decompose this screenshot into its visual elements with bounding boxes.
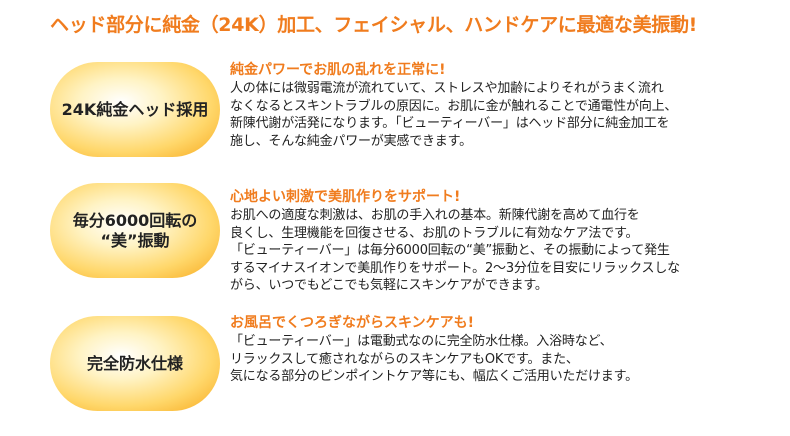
feature-body-line: リラックスして癒されながらのスキンケアもOKです。また、 <box>230 351 579 367</box>
feature-body-line: 施し、そんな純金パワーが実感できます。 <box>230 133 472 149</box>
feature-body-line: 「ビューティーバー」は毎分6000回転の“美”振動と、その振動によって発生 <box>230 243 670 258</box>
feature-body-line: 気になる部分のピンポイントケア等にも、幅広くご活用いただけます。 <box>230 369 638 384</box>
feature-description-waterproof: お風呂でくつろぎながらスキンケアも! 「ビューティーバー」は電動式なのに完全防水… <box>230 314 775 386</box>
feature-badge-waterproof: 完全防水仕様 <box>50 316 220 411</box>
feature-body-line: 新陳代謝が活発になります。「ビューティーバー」はヘッド部分に純金加工を <box>230 116 670 131</box>
feature-badge-label: 完全防水仕様 <box>86 353 183 373</box>
feature-body: お肌への適度な刺激は、お肌の手入れの基本。新陳代謝を高めて血行を 良くし、生理機… <box>230 207 775 295</box>
feature-badge-24k-gold-head: 24K純金ヘッド採用 <box>50 62 220 157</box>
feature-description-24k-gold-head: 純金パワーでお肌の乱れを正常に! 人の体には微弱電流が流れていて、ストレスや加齢… <box>230 61 775 150</box>
feature-body: 「ビューティーバー」は電動式なのに完全防水仕様。入浴時など、 リラックスして癒さ… <box>230 333 775 386</box>
page-headline: ヘッド部分に純金（24K）加工、フェイシャル、ハンドケアに最適な美振動! <box>50 14 698 36</box>
feature-body-line: がら、いつでもどこでも気軽にスキンケアができます。 <box>230 278 548 293</box>
feature-title: 心地よい刺激で美肌作りをサポート! <box>230 189 461 205</box>
feature-body-line: するマイナスイオンで美肌作りをサポート。2〜3分位を目安にリラックスしな <box>230 260 680 276</box>
feature-title: お風呂でくつろぎながらスキンケアも! <box>230 315 474 331</box>
feature-body: 人の体には微弱電流が流れていて、ストレスや加齢によりそれがうまく流れ なくなると… <box>230 80 775 150</box>
feature-badge-6000-rpm-vibration: 毎分6000回転の “美”振動 <box>50 183 220 278</box>
feature-badge-label: 毎分6000回転の “美”振動 <box>72 210 198 250</box>
feature-title: 純金パワーでお肌の乱れを正常に! <box>230 62 446 78</box>
feature-body-line: なくなるとスキントラブルの原因に。お肌に金が触れることで通電性が向上、 <box>230 98 678 114</box>
feature-description-6000-rpm-vibration: 心地よい刺激で美肌作りをサポート! お肌への適度な刺激は、お肌の手入れの基本。新… <box>230 188 775 295</box>
feature-body-line: お肌への適度な刺激は、お肌の手入れの基本。新陳代謝を高めて血行を <box>230 208 640 223</box>
feature-body-line: 「ビューティーバー」は電動式なのに完全防水仕様。入浴時など、 <box>230 334 613 349</box>
feature-body-line: 良くし、生理機能を回復させる、お肌のトラブルに有効なケア法です。 <box>230 225 639 241</box>
feature-badge-label: 24K純金ヘッド採用 <box>61 99 209 119</box>
feature-body-line: 人の体には微弱電流が流れていて、ストレスや加齢によりそれがうまく流れ <box>230 81 664 96</box>
